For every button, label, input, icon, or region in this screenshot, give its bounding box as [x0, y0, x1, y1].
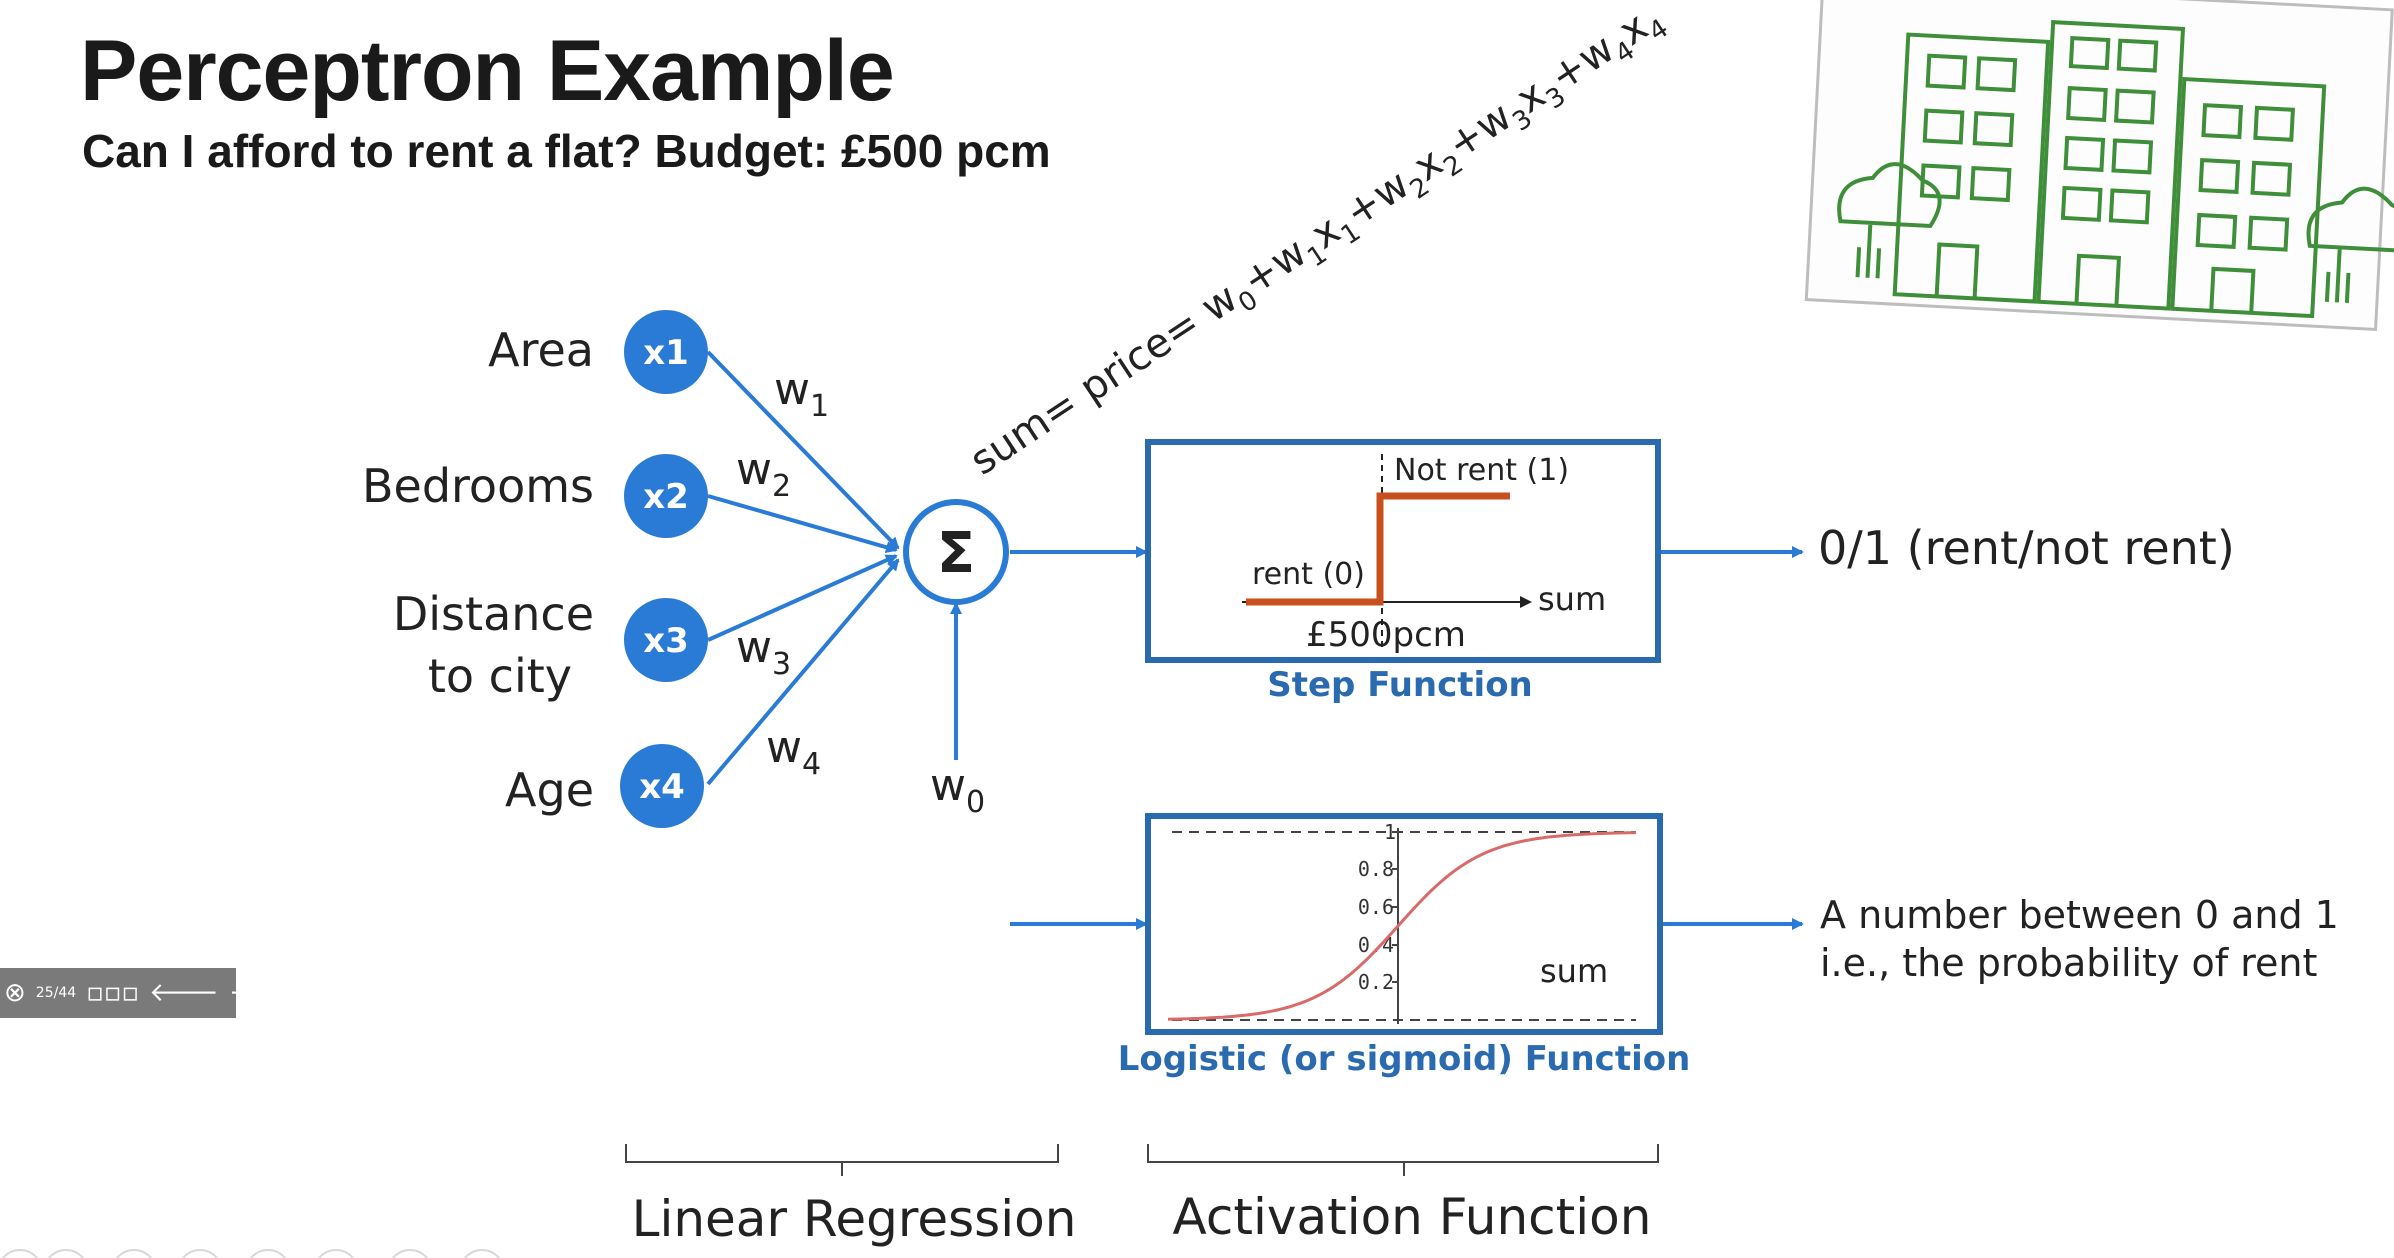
sigmoid-ticks — [1392, 831, 1398, 983]
sum-symbol: Σ — [937, 521, 975, 586]
input-label-age: Age — [505, 763, 594, 817]
sigmoid-tick-0.2: 0.2 — [1358, 970, 1394, 994]
sigmoid-function-caption: Logistic (or sigmoid) Function — [1118, 1039, 1691, 1079]
weight-w2: w2 — [736, 444, 791, 504]
input-connections — [706, 350, 1804, 930]
input-label-to-city: to city — [428, 649, 572, 703]
bracket-activation-function — [1147, 1144, 1659, 1176]
input-label-area: Area — [488, 323, 594, 377]
step-label-high: Not rent (1) — [1394, 453, 1569, 488]
node-x1 — [624, 310, 708, 394]
page-indicator[interactable]: 25/44 — [35, 985, 77, 1001]
node-x2 — [624, 454, 708, 538]
step-axis-label: sum — [1538, 580, 1606, 618]
sigmoid-output-line1: A number between 0 and 1 — [1820, 893, 2339, 937]
slideshow-toolbar: ⊗ 25/44 ▫▫▫ 🡐 🡒 — [0, 968, 299, 1018]
node-x4-label: x4 — [639, 767, 685, 807]
weight-w4: w4 — [766, 722, 821, 782]
sigmoid-tick-0.6: 0.6 — [1358, 895, 1394, 919]
step-function-box: Not rent (1) rent (0) sum £500pcm — [1145, 439, 1661, 663]
weight-w1: w1 — [774, 364, 829, 424]
node-x3-label: x3 — [643, 621, 689, 661]
sum-formula: sum= price= w0+w1x1+w2x2+w3x3+w4x4 — [962, 0, 1674, 490]
next-slide-icon[interactable]: 🡒 — [228, 978, 299, 1008]
sigmoid-output-line2: i.e., the probability of rent — [1820, 941, 2317, 985]
sigmoid-function-box: 1 0.8 0.6 0.4 0.2 sum — [1145, 813, 1663, 1035]
weight-w0: w0 — [930, 760, 985, 820]
sum-node — [903, 499, 1009, 605]
input-nodes: x1 x2 x3 x4 — [620, 310, 708, 828]
weight-labels: w1 w2 w3 w4 w0 — [736, 364, 985, 820]
step-threshold-label: £500pcm — [1306, 615, 1466, 655]
input-labels: Area Bedrooms Distance to city Age — [362, 323, 594, 817]
sigmoid-curve — [1167, 831, 1637, 1021]
sigmoid-tick-0.8: 0.8 — [1358, 857, 1394, 881]
sigmoid-axis-label: sum — [1540, 952, 1608, 990]
bracket-activation-function-label: Activation Function — [1173, 1188, 1652, 1246]
step-function-caption: Step Function — [1267, 665, 1533, 705]
previous-slide-icon[interactable]: 🡐 — [149, 978, 219, 1008]
close-slideshow-icon[interactable]: ⊗ — [4, 978, 26, 1008]
node-x3 — [624, 598, 708, 682]
building-illustration — [1804, 0, 2394, 331]
bracket-linear-regression — [625, 1144, 1059, 1176]
node-x4 — [620, 744, 704, 828]
more-options-icon[interactable]: ▫▫▫ — [86, 978, 140, 1008]
slide-title: Perceptron Example — [80, 23, 895, 119]
slide-subtitle: Can I afford to rent a flat? Budget: £50… — [82, 125, 1051, 177]
node-x1-label: x1 — [643, 333, 689, 373]
node-x2-label: x2 — [643, 477, 689, 517]
bracket-linear-regression-label: Linear Regression — [632, 1190, 1077, 1248]
input-label-bedrooms: Bedrooms — [362, 459, 594, 513]
input-label-distance: Distance — [393, 587, 594, 641]
step-label-low: rent (0) — [1252, 557, 1365, 592]
sigmoid-tick-1: 1 — [1384, 820, 1396, 844]
step-output: 0/1 (rent/not rent) — [1818, 521, 2235, 575]
bottom-decoration — [1, 1249, 501, 1258]
weight-w3: w3 — [736, 622, 791, 682]
